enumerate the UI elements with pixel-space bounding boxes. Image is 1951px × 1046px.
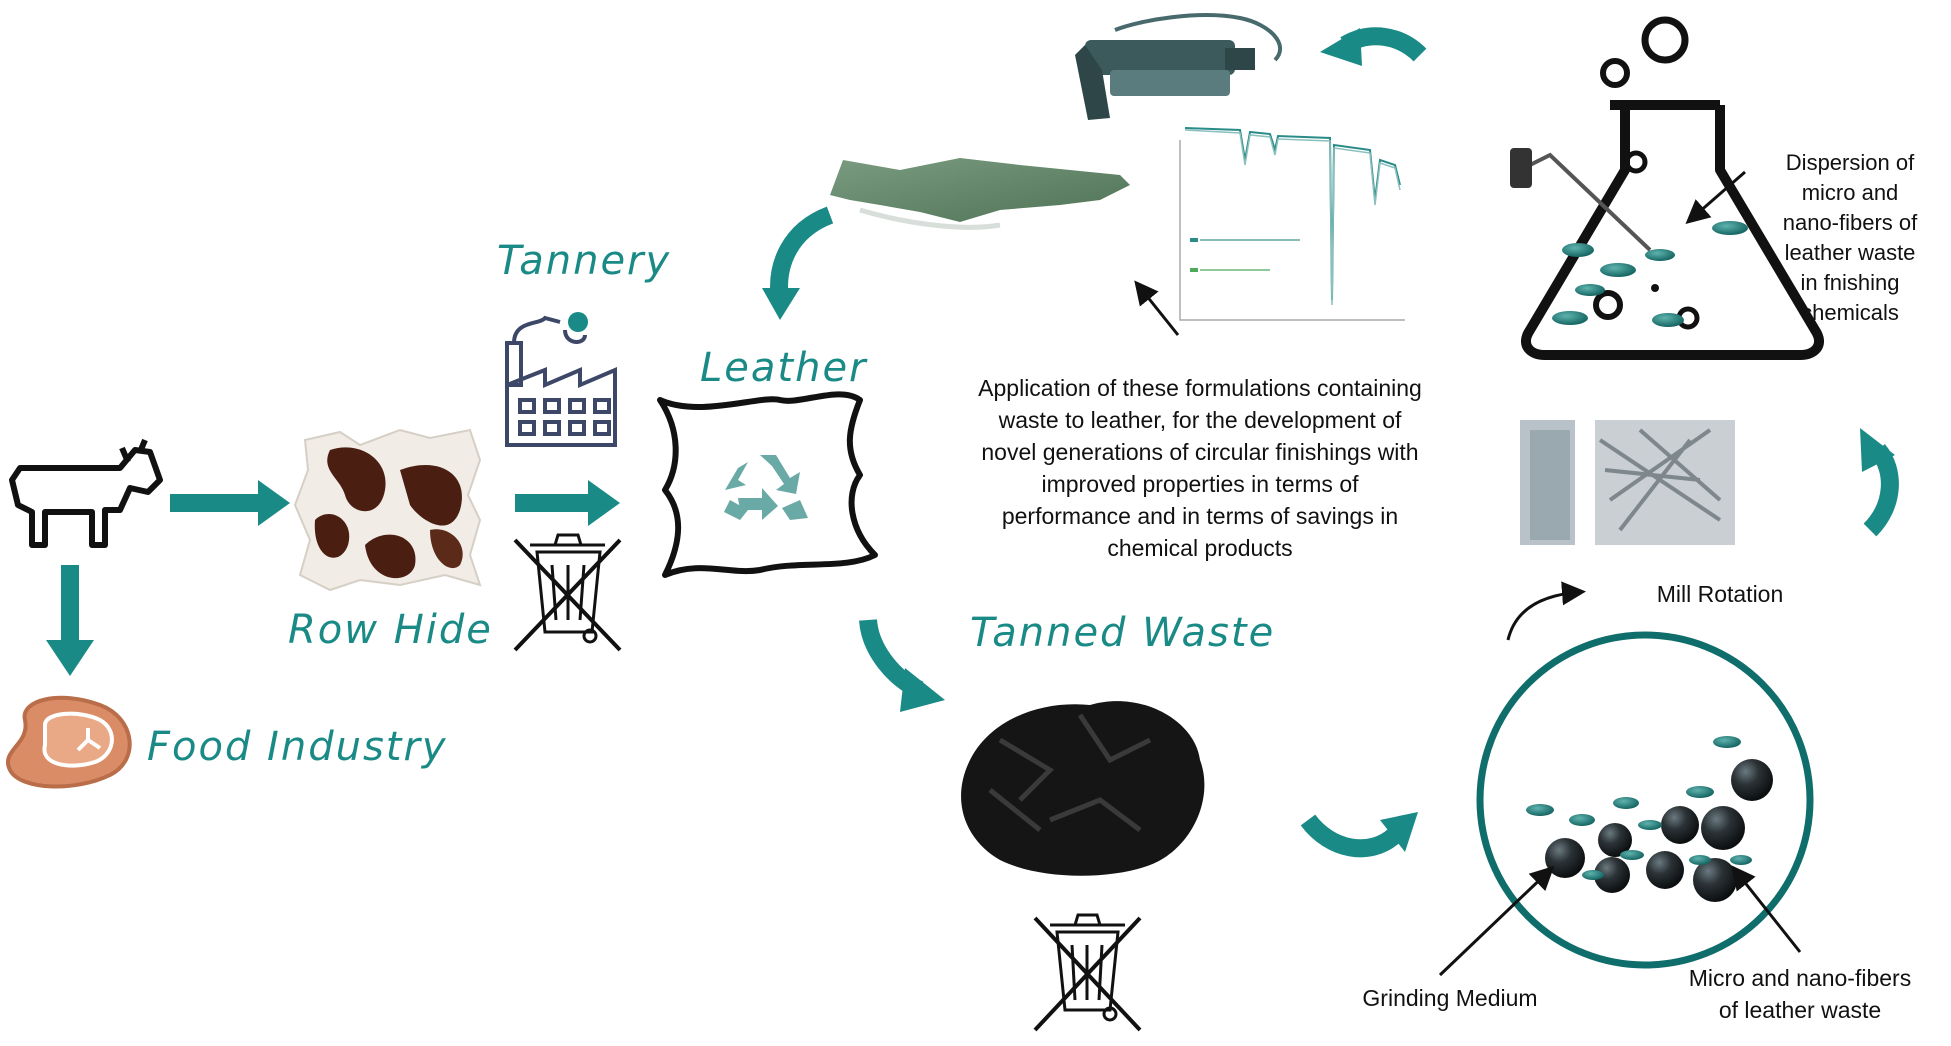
dispersion-line: Dispersion of: [1785, 150, 1915, 175]
trash-crossed-icon: [513, 533, 622, 652]
application-line: Application of these formulations contai…: [978, 375, 1422, 401]
application-description: Application of these formulations contai…: [900, 372, 1500, 564]
label-micro-fibers: Micro and nano-fibers of leather waste: [1655, 962, 1945, 1026]
ball-mill: [1476, 631, 1814, 969]
curved-arrow-mill-to-sem: [1860, 428, 1899, 537]
cow-icon: [9, 438, 163, 548]
arrow-to-flask: [1685, 170, 1746, 224]
sem-images: [1520, 420, 1735, 545]
finished-leather-image: [830, 158, 1130, 230]
micro-fibers-line: of leather waste: [1718, 997, 1882, 1023]
micro-fibers-line: Micro and nano-fibers: [1688, 965, 1912, 991]
label-tannery: Tannery: [497, 238, 672, 284]
dispersion-line: micro and: [1801, 180, 1899, 205]
flask-icon: [1510, 16, 1824, 360]
application-line: improved properties in terms of: [1041, 471, 1359, 497]
label-tanned-waste: Tanned Waste: [970, 610, 1276, 656]
label-mill-rotation: Mill Rotation: [1656, 581, 1784, 607]
curved-arrow-flask-to-gun: [1320, 27, 1427, 66]
recycle-icon: [724, 455, 808, 520]
dispersion-line: chemicals: [1801, 300, 1899, 325]
pointer-grinding-medium: [1438, 865, 1555, 977]
application-line: novel generations of circular finishings…: [981, 439, 1419, 465]
arrow-hide-to-leather: [515, 480, 620, 526]
mill-rotation-arrow: [1506, 581, 1586, 641]
dispersion-line: in fnishing: [1800, 270, 1900, 295]
arrow-cow-to-food: [46, 565, 94, 676]
curved-arrow-to-waste: [859, 618, 945, 712]
spray-gun-icon: [1075, 13, 1283, 120]
curved-arrow-hide-to-leather: [762, 206, 834, 320]
arrow-cow-to-hide: [170, 480, 290, 526]
arrow-text-to-spectrum: [1134, 280, 1180, 336]
leather-shape: [657, 391, 878, 578]
pointer-micro-fibers: [1731, 865, 1802, 953]
factory-icon: [505, 312, 617, 447]
tanned-waste-image: [961, 701, 1205, 876]
application-line: waste to leather, for the development of: [998, 407, 1402, 433]
label-grinding-medium: Grinding Medium: [1362, 985, 1538, 1011]
dispersion-line: nano-fibers of: [1782, 210, 1918, 235]
label-food-industry: Food Industry: [147, 724, 448, 770]
label-row-hide: Row Hide: [288, 607, 493, 653]
trash-crossed-icon-2: [1033, 913, 1142, 1032]
dispersion-line: leather waste: [1784, 240, 1916, 265]
spectrum-chart: [1170, 127, 1410, 325]
meat-icon: [6, 695, 132, 789]
raw-hide-image: [293, 428, 482, 592]
application-line: performance and in terms of savings in: [1001, 503, 1399, 529]
application-line: chemical products: [1107, 535, 1293, 561]
curved-arrow-waste-to-mill: [1300, 812, 1418, 858]
dispersion-description: Dispersion of micro and nano-fibers of l…: [1755, 148, 1945, 328]
label-leather: Leather: [700, 345, 868, 391]
